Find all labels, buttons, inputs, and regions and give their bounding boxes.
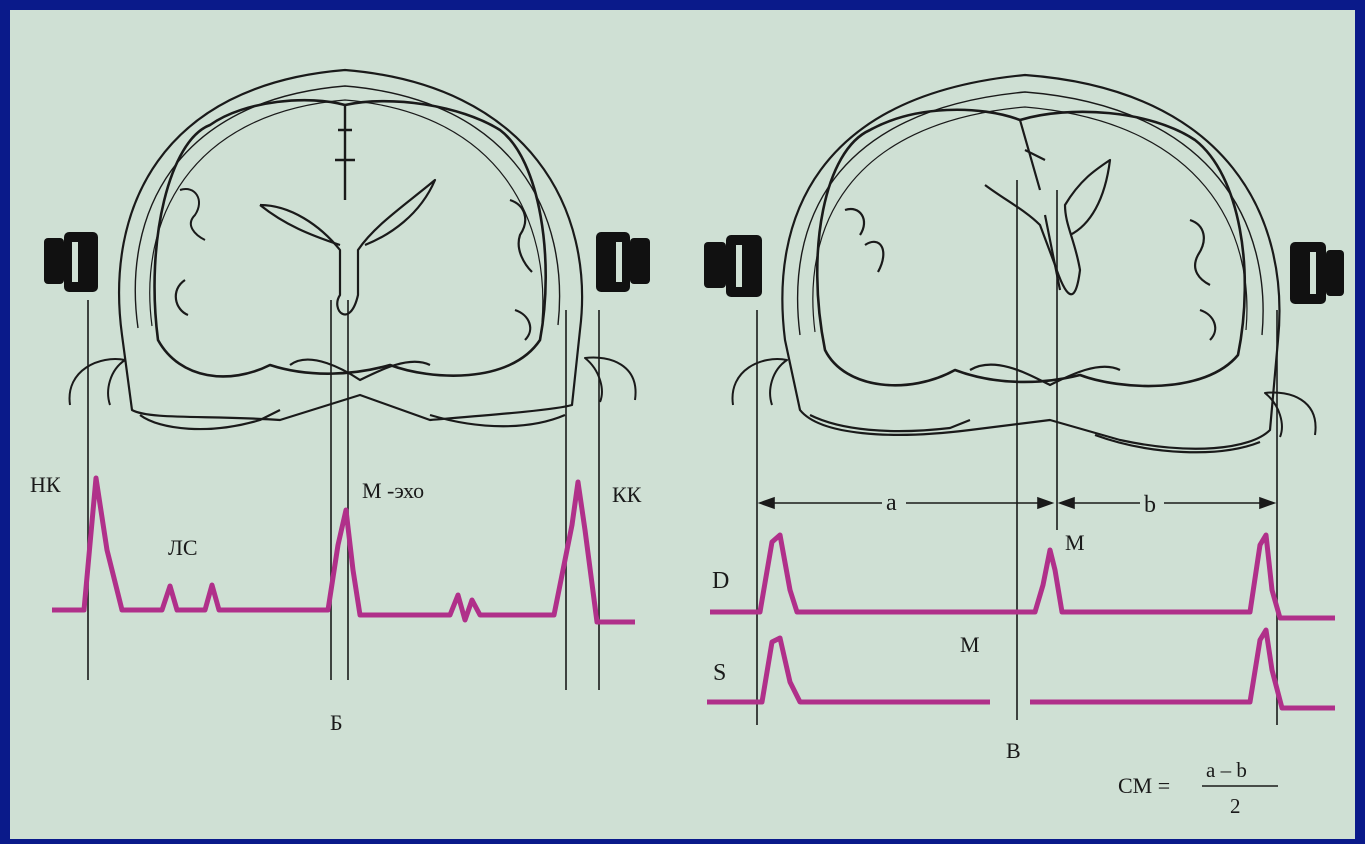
s-echo-trace-right (1030, 630, 1335, 708)
label-ls: ЛС (168, 535, 198, 560)
s-echo-trace-left (707, 638, 990, 702)
label-d: D (712, 568, 729, 594)
right-head-section (733, 75, 1316, 452)
echo-diagram: НК ЛС М -эхо КК Б (10, 10, 1355, 839)
left-transducer-kk (596, 232, 650, 292)
formula-numerator: a – b (1206, 758, 1247, 782)
caption-v-cyr: В (1006, 738, 1021, 763)
label-m-echo: М -эхо (362, 478, 424, 503)
right-transducer-right (1290, 242, 1344, 304)
label-a: a (886, 490, 897, 516)
formula-lhs: СМ = (1118, 773, 1170, 798)
formula-denominator: 2 (1230, 794, 1241, 818)
label-kk: КК (612, 482, 642, 507)
caption-b-cyr: Б (330, 710, 343, 735)
label-hk: НК (30, 472, 61, 497)
left-transducer-hk (44, 232, 98, 292)
d-echo-trace (710, 535, 1335, 618)
left-head-section (70, 70, 636, 429)
label-m-top: M (1065, 530, 1085, 555)
diagram-canvas: НК ЛС М -эхо КК Б (10, 10, 1355, 839)
label-b: b (1144, 492, 1156, 518)
left-echo-trace (52, 478, 635, 622)
right-transducer-left (704, 235, 762, 297)
label-s: S (713, 660, 726, 686)
label-m-mid: M (960, 632, 980, 657)
midline-shift-formula: СМ = a – b 2 (1118, 758, 1278, 818)
